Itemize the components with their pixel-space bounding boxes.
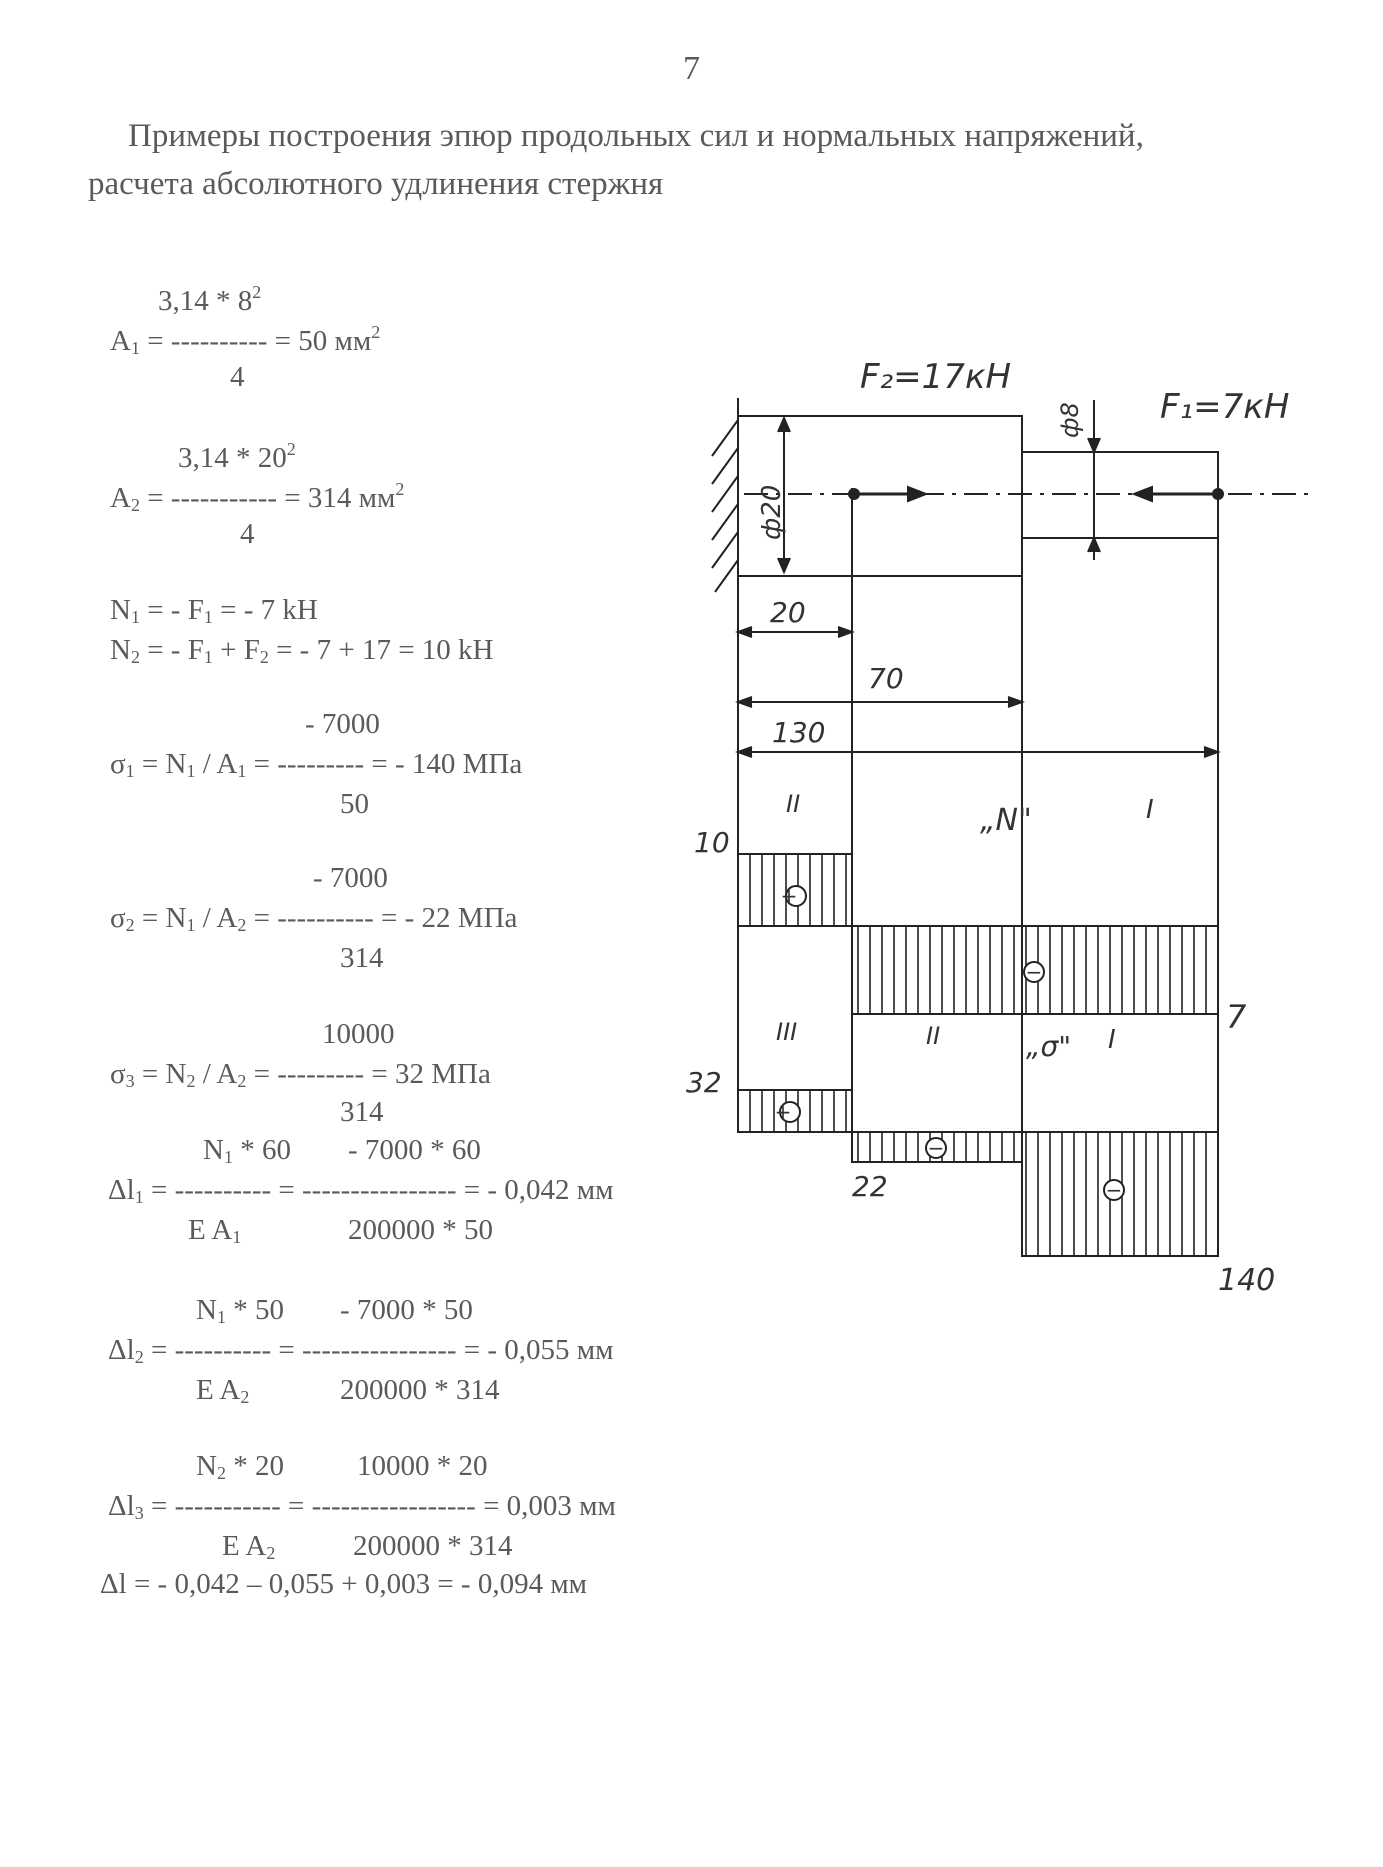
diameter-8-dimension — [1087, 400, 1101, 560]
sigma3-denominator: 314 — [340, 1096, 384, 1128]
sign-minus-n: − — [1026, 960, 1043, 984]
sign-circle-n-plus — [785, 885, 807, 907]
sigma-value-22-label: 22 — [852, 1170, 888, 1203]
diameter-20-dimension — [777, 415, 791, 575]
dl3-denominator-right: 200000 * 314 — [353, 1530, 513, 1562]
diameter-20-label: ф20 — [757, 485, 787, 540]
a1-numerator: 3,14 * 82 — [158, 282, 262, 317]
sign-circle-sigma-minus-small — [925, 1137, 947, 1159]
page-number: 7 — [683, 50, 700, 87]
force-f1-label: F₁=7кН — [1160, 387, 1289, 427]
sigma1-equation: σ1 = N1 / A1 = --------- = - 140 МПа — [110, 748, 523, 781]
sigma-region-ii-label: II — [926, 1022, 940, 1050]
dl3-numerator-left: N2 * 20 — [196, 1450, 284, 1483]
dl2-numerator-left: N1 * 50 — [196, 1294, 284, 1327]
force-f2-arrow — [848, 485, 929, 503]
dl3-numerator-right: 10000 * 20 — [357, 1450, 488, 1482]
n2-equation: N2 = - F1 + F2 = - 7 + 17 = 10 kH — [110, 634, 494, 667]
dimension-20-label: 20 — [770, 596, 806, 629]
sigma3-numerator: 10000 — [322, 1018, 395, 1050]
dimension-70 — [735, 696, 1025, 708]
dl1-denominator-right: 200000 * 50 — [348, 1214, 493, 1246]
fixed-wall — [711, 398, 739, 593]
dimension-70-label: 70 — [868, 662, 904, 695]
sign-minus-sigma-large: − — [1106, 1178, 1123, 1202]
a1-equation: A1 = ---------- = 50 мм2 — [110, 322, 381, 358]
n-value-10-label: 10 — [694, 826, 730, 859]
total-elongation: Δl = - 0,042 – 0,055 + 0,003 = - 0,094 м… — [100, 1568, 588, 1600]
sigma3-equation: σ3 = N2 / A2 = --------- = 32 МПа — [110, 1058, 491, 1091]
n-diagram-label: „N" — [980, 803, 1032, 838]
sigma-region-i-label: I — [1108, 1025, 1116, 1055]
n1-equation: N1 = - F1 = - 7 kH — [110, 594, 318, 627]
sigma2-numerator: - 7000 — [313, 862, 388, 894]
dimension-130 — [735, 746, 1221, 758]
a1-denominator: 4 — [230, 361, 245, 393]
dl2-equation: Δl2 = ---------- = ---------------- = - … — [108, 1334, 614, 1367]
sign-minus-sigma-small: − — [928, 1136, 945, 1160]
dl3-denominator-left: E A2 — [222, 1530, 276, 1563]
sigma2-equation: σ2 = N1 / A2 = ---------- = - 22 МПа — [110, 902, 518, 935]
a2-equation: A2 = ----------- = 314 мм2 — [110, 479, 405, 515]
sign-plus-sigma: + — [775, 1100, 792, 1124]
sigma-diagram-label: „σ" — [1026, 1030, 1071, 1063]
sign-circle-n-minus — [1023, 961, 1045, 983]
heading-line-2: расчета абсолютного удлинения стержня — [88, 166, 664, 202]
dl1-equation: Δl1 = ---------- = ---------------- = - … — [108, 1174, 614, 1207]
sign-circle-sigma-minus-large — [1103, 1179, 1125, 1201]
dimension-130-label: 130 — [772, 716, 825, 749]
heading-line-1: Примеры построения эпюр продольных сил и… — [128, 118, 1144, 154]
sigma-value-32-label: 32 — [686, 1066, 722, 1099]
sign-circle-sigma-plus — [779, 1101, 801, 1123]
n-value-7-label: 7 — [1226, 998, 1247, 1036]
sigma1-numerator: - 7000 — [305, 708, 380, 740]
sigma-value-140-label: 140 — [1218, 1263, 1275, 1298]
sigma1-denominator: 50 — [340, 788, 369, 820]
heading: Примеры построения эпюр продольных сил и… — [88, 112, 1378, 208]
dl1-denominator-left: E A1 — [188, 1214, 242, 1247]
dl2-denominator-right: 200000 * 314 — [340, 1374, 500, 1406]
force-f2-label: F₂=17кН — [860, 357, 1011, 397]
sigma2-denominator: 314 — [340, 942, 384, 974]
n-region-ii-label: II — [786, 790, 800, 818]
force-f1-arrow — [1131, 485, 1224, 503]
a2-denominator: 4 — [240, 518, 255, 550]
dimension-20 — [735, 626, 855, 638]
diameter-8-label: ф8 — [1056, 402, 1084, 438]
dl1-numerator-right: - 7000 * 60 — [348, 1134, 481, 1166]
dl2-denominator-left: E A2 — [196, 1374, 250, 1407]
dl2-numerator-right: - 7000 * 50 — [340, 1294, 473, 1326]
sign-plus-n: + — [781, 884, 798, 908]
dl3-equation: Δl3 = ----------- = ----------------- = … — [108, 1490, 616, 1523]
a2-numerator: 3,14 * 202 — [178, 439, 296, 474]
dl1-numerator-left: N1 * 60 — [203, 1134, 291, 1167]
sigma-region-iii-label: III — [776, 1018, 797, 1046]
n-region-i-label: I — [1146, 795, 1154, 825]
